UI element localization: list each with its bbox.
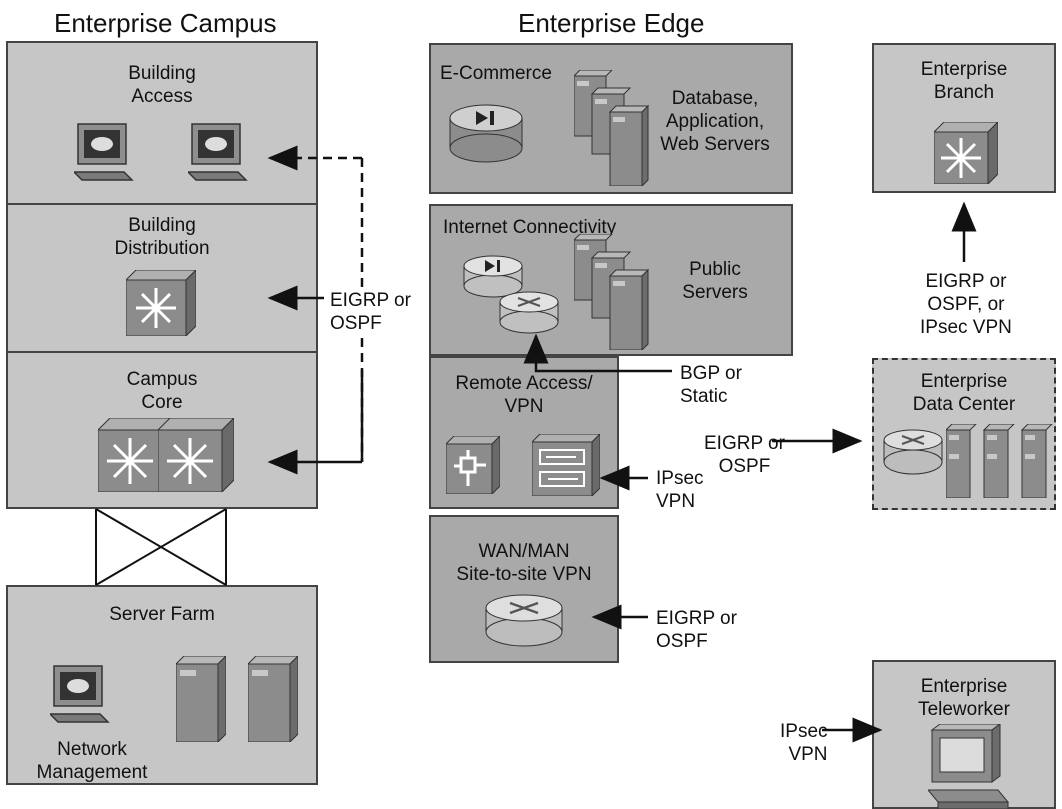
management-workstation-icon [50,665,110,723]
workstation-icon [74,123,134,181]
teleworker-pc-icon [928,724,1010,809]
ipsec-remote-protocol-label: IPsec VPN [656,467,704,513]
internet-protocol-label: BGP or Static [680,362,742,408]
bgp-arrow [523,333,672,373]
workstation-icon [188,123,248,181]
campus-core-label: Campus Core [126,369,198,413]
router-icon [499,291,559,334]
firewall-icon [532,434,600,496]
router-icon [485,594,563,647]
remote-access-label: Remote Access/ VPN [455,373,593,417]
enterprise-campus-heading: Enterprise Campus [54,8,277,38]
data-center-servers-icon [946,424,1053,498]
teleworker-protocol-label: IPsec VPN [780,721,828,765]
server-icon [176,656,226,742]
vpn-concentrator-icon [446,436,500,494]
content-switch-icon [449,104,523,163]
server-stack-icon [574,70,650,186]
enterprise-edge-heading: Enterprise Edge [518,8,705,38]
ecommerce-servers-label: Database, Application, Web Servers [660,88,770,155]
wan-protocol-label: EIGRP or OSPF [656,607,737,653]
multilayer-switch-icon [126,270,196,336]
network-management-label: Network Management [36,739,148,783]
server-farm-label: Server Farm [109,604,215,625]
content-switch-icon [463,255,523,298]
building-access-label: Building Access [128,63,196,107]
building-distribution-label: Building Distribution [114,215,210,259]
multilayer-switch-icon [934,122,998,184]
enterprise-teleworker-label: Enterprise Teleworker [918,676,1010,720]
campus-protocol-label: EIGRP or OSPF [330,289,411,335]
router-icon [883,429,943,475]
internet-connectivity-label: Internet Connectivity [443,217,617,238]
core-farm-cross-b [95,508,227,586]
data-center-protocol-label: EIGRP or OSPF [704,433,785,477]
wan-man-label: WAN/MAN Site-to-site VPN [456,541,592,585]
ecommerce-label: E-Commerce [440,63,552,84]
branch-protocol-label: EIGRP or OSPF, or IPsec VPN [920,270,1012,339]
building-access-box [6,41,318,205]
core-switch-icon [158,418,234,492]
public-servers-label: Public Servers [682,259,748,303]
enterprise-data-center-label: Enterprise Data Center [912,371,1016,415]
enterprise-branch-label: Enterprise Branch [920,59,1008,103]
server-icon [248,656,298,742]
server-stack-icon [574,234,650,350]
